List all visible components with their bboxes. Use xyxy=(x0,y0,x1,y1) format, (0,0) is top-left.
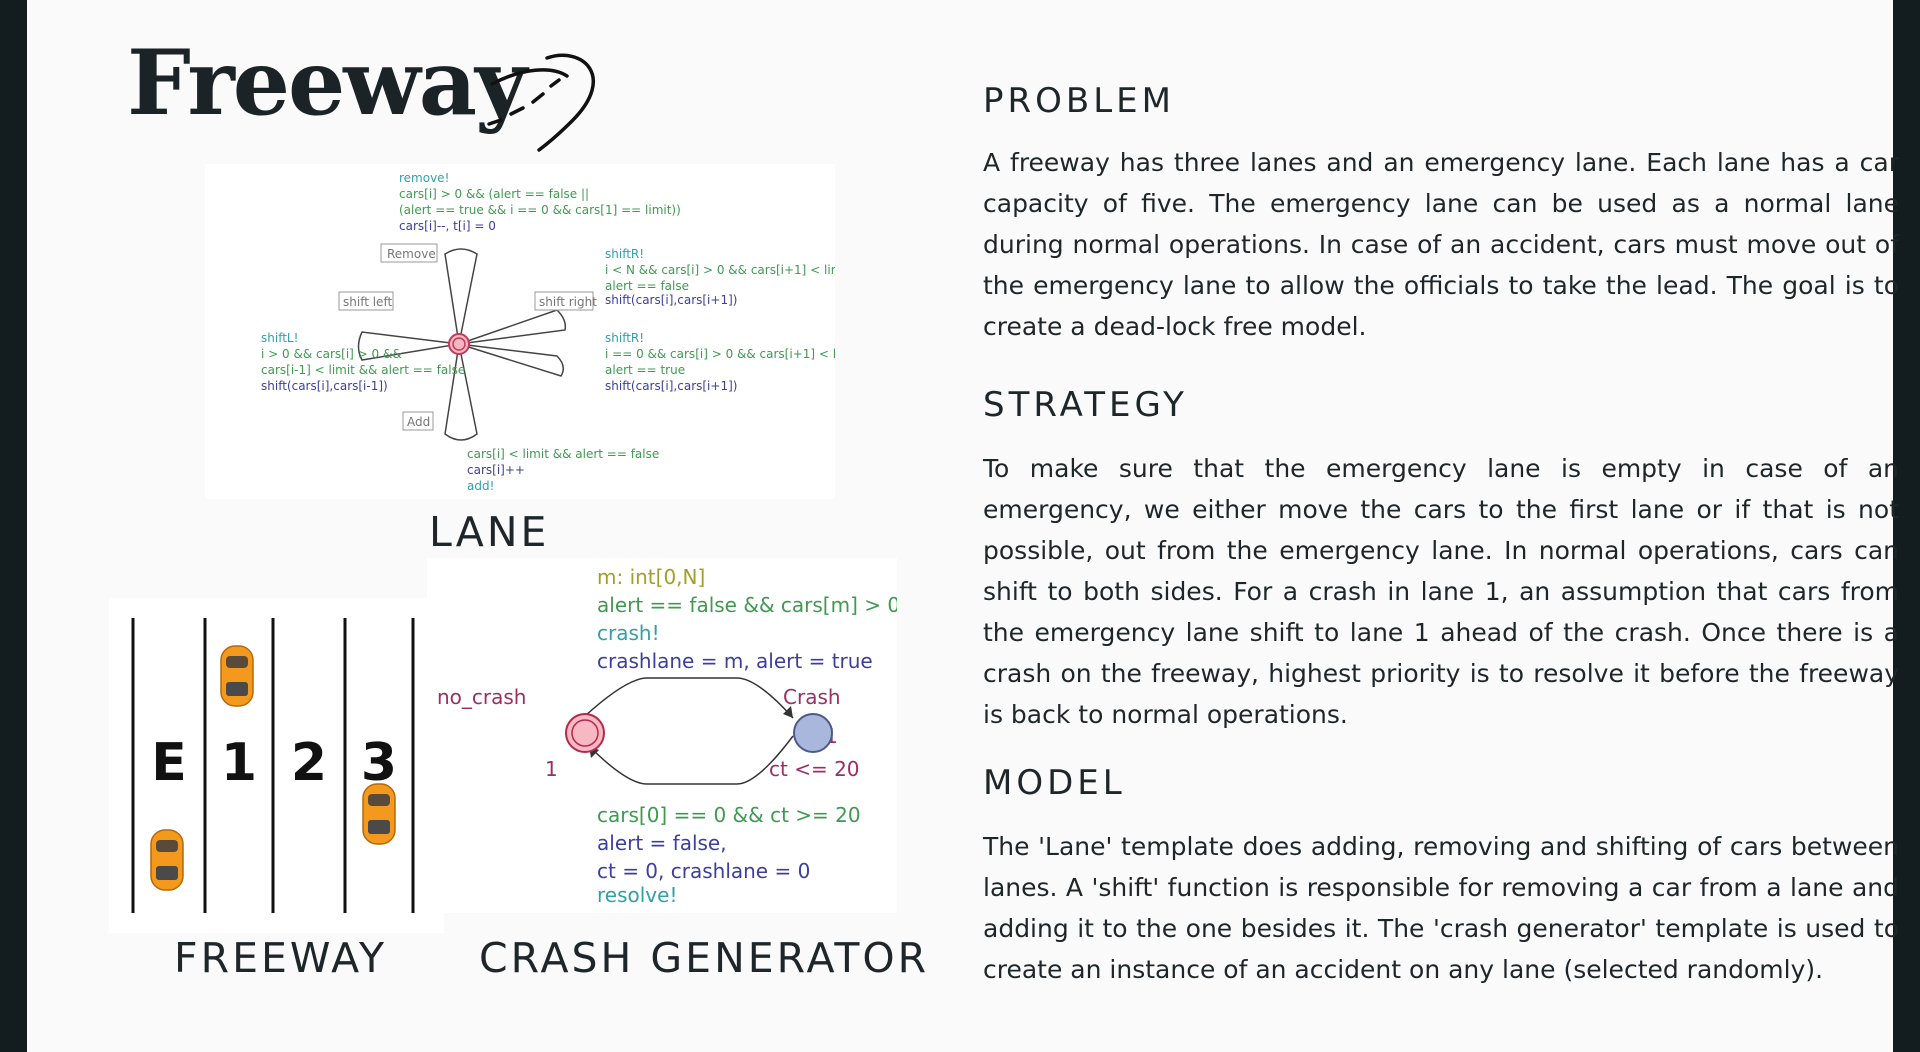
strategy-text: To make sure that the emergency lane is … xyxy=(983,454,1899,729)
crash-return-update-1: alert = false, xyxy=(597,831,727,855)
lane-label-1: 1 xyxy=(221,733,257,793)
lane-initial-state xyxy=(448,333,470,355)
slide: Freeway Remove shift left shift right Ad… xyxy=(27,0,1899,1052)
lane-caption: LANE xyxy=(429,508,550,556)
lane-shiftr-update: shift(cars[i],cars[i+1]) xyxy=(605,293,737,307)
lane-label-e: E xyxy=(151,733,187,793)
freeway-caption: FREEWAY xyxy=(174,934,388,982)
lane-shiftl-guard-2: cars[i-1] < limit && alert == false xyxy=(261,363,465,377)
lane-add-update: cars[i]++ xyxy=(467,463,525,477)
lane-shiftr-sync: shiftR! xyxy=(605,247,644,261)
lane-shiftr2-update: shift(cars[i],cars[i+1]) xyxy=(605,379,737,393)
crash-generator-caption: CRASH GENERATOR xyxy=(479,934,930,982)
lane-add-guard: cars[i] < limit && alert == false xyxy=(467,447,659,461)
crash-invariant: ct <= 20 xyxy=(769,757,860,781)
crash-guard: alert == false && cars[m] > 0 xyxy=(597,593,897,617)
lane-add-sync: add! xyxy=(467,479,494,493)
lane-shiftr-guard-2: alert == false xyxy=(605,279,689,293)
crash-return-sync: resolve! xyxy=(597,883,677,907)
lane-shiftr2-sync: shiftR! xyxy=(605,331,644,345)
lane-shiftr-guard: i < N && cars[i] > 0 && cars[i+1] < limi… xyxy=(605,263,835,277)
lane-label-shift-right: shift right xyxy=(539,295,597,309)
problem-text: A freeway has three lanes and an emergen… xyxy=(983,148,1899,341)
lane-shiftl-guard: i > 0 && cars[i] > 0 && xyxy=(261,347,402,361)
lane-shiftr2-guard: i == 0 && cars[i] > 0 && cars[i+1] < lim… xyxy=(605,347,835,361)
crash-return-guard: cars[0] == 0 && ct >= 20 xyxy=(597,803,861,827)
lane-shiftl-update: shift(cars[i],cars[i-1]) xyxy=(261,379,388,393)
page-title: Freeway xyxy=(127,30,527,136)
problem-heading: PROBLEM xyxy=(983,81,1175,121)
state-crash xyxy=(793,713,833,753)
strategy-heading: STRATEGY xyxy=(983,385,1188,425)
model-heading: MODEL xyxy=(983,763,1126,803)
crash-rate-left: 1 xyxy=(545,757,558,781)
lane-remove-guard: cars[i] > 0 && (alert == false || xyxy=(399,187,589,201)
model-text: The 'Lane' template does adding, removin… xyxy=(983,832,1899,984)
lane-remove-guard-2: (alert == true && i == 0 && cars[1] == l… xyxy=(399,203,681,217)
lane-label-add: Add xyxy=(407,415,430,429)
crash-generator-diagram: m: int[0,N] alert == false && cars[m] > … xyxy=(427,558,897,913)
lane-label-3: 3 xyxy=(361,733,397,793)
lane-label-remove: Remove xyxy=(387,247,436,261)
lane-diagram: Remove shift left shift right Add remove… xyxy=(205,164,835,499)
crash-return-update-2: ct = 0, crashlane = 0 xyxy=(597,859,810,883)
lane-remove-update: cars[i]--, t[i] = 0 xyxy=(399,219,496,233)
car-icon xyxy=(362,783,396,845)
crash-sync: crash! xyxy=(597,621,660,645)
state-no-crash-label: no_crash xyxy=(437,685,526,709)
crash-update: crashlane = m, alert = true xyxy=(597,649,873,673)
lane-label-shift-left: shift left xyxy=(343,295,392,309)
lane-remove-sync: remove! xyxy=(399,171,449,185)
car-icon xyxy=(150,829,184,891)
car-icon xyxy=(220,645,254,707)
road-icon xyxy=(487,53,595,152)
crash-select: m: int[0,N] xyxy=(597,565,705,589)
state-crash-label: Crash xyxy=(783,685,841,709)
lane-label-2: 2 xyxy=(291,733,327,793)
freeway-diagram: E 1 2 3 xyxy=(109,598,444,933)
lane-shiftl-sync: shiftL! xyxy=(261,331,298,345)
lane-shiftr2-guard-2: alert == true xyxy=(605,363,685,377)
